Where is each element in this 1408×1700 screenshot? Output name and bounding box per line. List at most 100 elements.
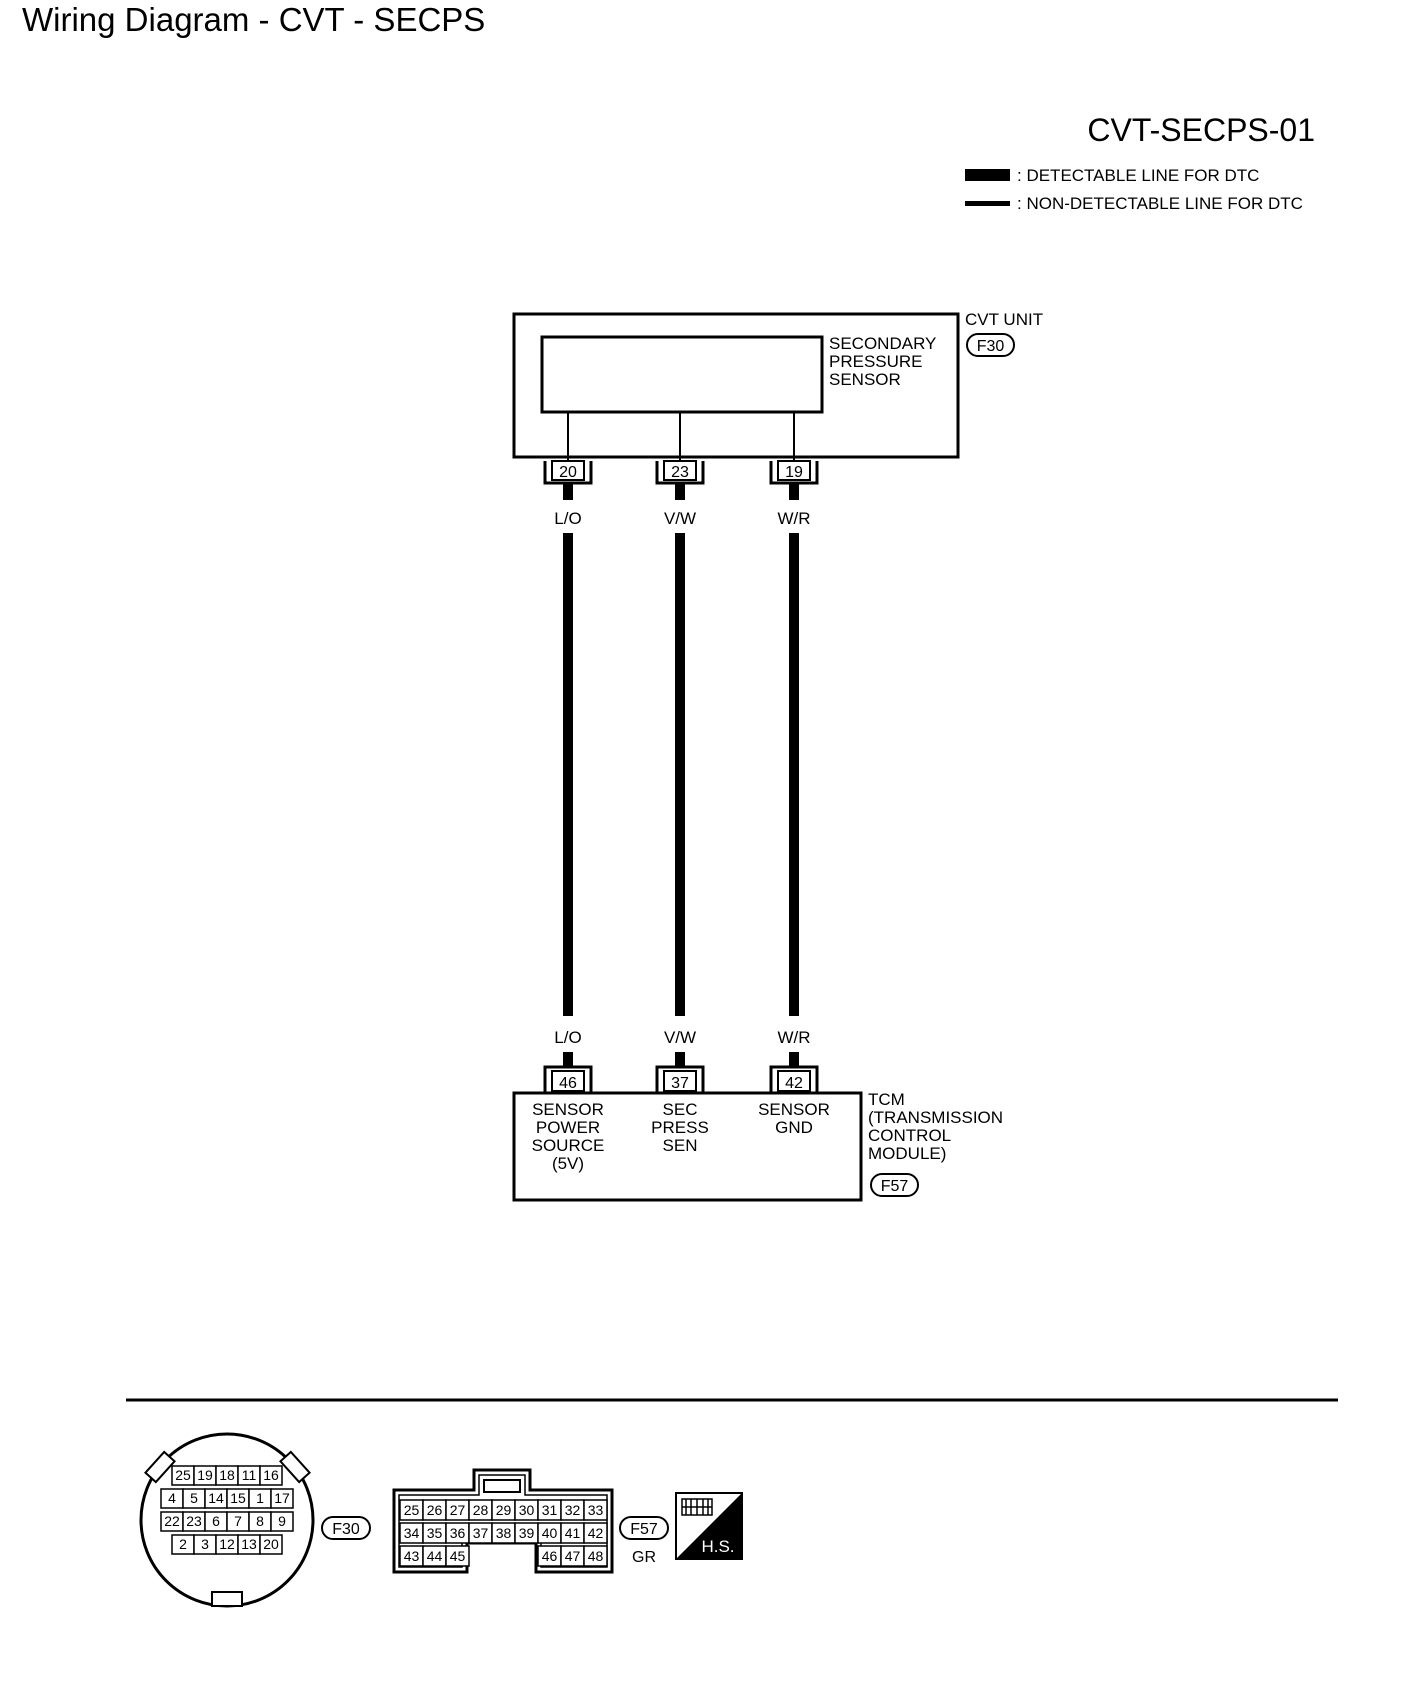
f57-pin-27: 27 bbox=[450, 1502, 466, 1518]
tcm-pin-37-desc-2: PRESS bbox=[651, 1118, 709, 1137]
cvt-pin-terminal-19: 19 bbox=[769, 460, 819, 485]
hs-badge-label: H.S. bbox=[701, 1537, 734, 1556]
tcm-pin-42-desc-2: GND bbox=[775, 1118, 813, 1137]
f57-pin-39: 39 bbox=[519, 1525, 535, 1541]
legend-thin-line-swatch bbox=[965, 201, 1010, 206]
connector-tag-f57: F57 bbox=[870, 1173, 919, 1197]
tcm-title-line-1: TCM bbox=[868, 1090, 905, 1109]
f57-pin-42: 42 bbox=[588, 1525, 604, 1541]
wire-w-r: W/R W/R bbox=[777, 483, 811, 1067]
connector-tag-f30-label: F30 bbox=[977, 338, 1005, 355]
f30-pin-3: 3 bbox=[201, 1536, 209, 1552]
tcm-pin-37-desc-1: SEC bbox=[663, 1100, 698, 1119]
f30-pin-6: 6 bbox=[212, 1513, 220, 1529]
f30-pin-14: 14 bbox=[208, 1490, 224, 1506]
cvt-pin-19-label: 19 bbox=[785, 464, 803, 481]
sensor-label-line-3: SENSOR bbox=[829, 370, 901, 389]
tcm-box bbox=[512, 1091, 863, 1202]
f57-pin-45: 45 bbox=[450, 1548, 466, 1564]
f57-pin-38: 38 bbox=[496, 1525, 512, 1541]
wire-v-w-bottom-label: V/W bbox=[664, 1028, 696, 1047]
harness-icon bbox=[681, 1498, 713, 1516]
cvt-pin-23-label: 23 bbox=[671, 464, 689, 481]
f30-pin-2: 2 bbox=[179, 1536, 187, 1552]
f57-pin-35: 35 bbox=[427, 1525, 443, 1541]
f30-pin-16-cell bbox=[259, 1465, 283, 1486]
f30-pin-8: 8 bbox=[256, 1513, 264, 1529]
connector-face-tag-f57: F57 GR bbox=[619, 1516, 669, 1566]
cvt-pin-20-label: 20 bbox=[559, 464, 577, 481]
connector-f57-color: GR bbox=[632, 1549, 656, 1566]
f57-pin-37: 37 bbox=[473, 1525, 489, 1541]
tcm-pin-37-label: 37 bbox=[671, 1075, 689, 1092]
f30-pin-15: 15 bbox=[230, 1490, 246, 1506]
f30-pin-25: 25 bbox=[175, 1467, 191, 1483]
f30-pin-18: 18 bbox=[219, 1467, 235, 1483]
tcm-title-line-4: MODULE) bbox=[868, 1144, 946, 1163]
f30-pin-20-cell bbox=[259, 1534, 283, 1555]
f57-pin-29: 29 bbox=[496, 1502, 512, 1518]
connector-face-tag-f30: F30 bbox=[321, 1516, 371, 1540]
tcm-pin-42-desc-1: SENSOR bbox=[758, 1100, 830, 1119]
tcm-pin-terminal-46: 46 bbox=[543, 1065, 593, 1093]
f57-pin-33: 33 bbox=[588, 1502, 604, 1518]
diagram-id: CVT-SECPS-01 bbox=[1087, 112, 1315, 148]
f57-pin-48: 48 bbox=[588, 1548, 604, 1564]
connector-tag-f30: F30 bbox=[966, 333, 1015, 357]
wire-l-o: L/O L/O bbox=[554, 483, 582, 1067]
tcm-pin-42-label: 42 bbox=[785, 1075, 803, 1092]
f57-pin-43: 43 bbox=[404, 1548, 420, 1564]
connector-face-tag-f30-label: F30 bbox=[332, 1521, 360, 1538]
f30-pin-17-cell bbox=[270, 1488, 294, 1509]
sensor-label-line-1: SECONDARY bbox=[829, 334, 936, 353]
f30-pin-12: 12 bbox=[219, 1536, 235, 1552]
f57-pin-31: 31 bbox=[542, 1502, 558, 1518]
f30-pin-17: 17 bbox=[274, 1490, 290, 1506]
cvt-unit-box bbox=[512, 312, 960, 459]
connector-f57-latch bbox=[483, 1479, 521, 1493]
f30-pin-11: 11 bbox=[242, 1467, 257, 1483]
f30-pin-16: 16 bbox=[263, 1467, 279, 1483]
f57-pin-40: 40 bbox=[542, 1525, 558, 1541]
f30-pin-22: 22 bbox=[164, 1513, 180, 1529]
tcm-pin-46-desc-4: (5V) bbox=[552, 1154, 584, 1173]
sensor-label-line-2: PRESSURE bbox=[829, 352, 923, 371]
page-title: Wiring Diagram - CVT - SECPS bbox=[22, 1, 486, 38]
tcm-pin-terminal-42: 42 bbox=[769, 1065, 819, 1093]
wire-l-o-bottom-label: L/O bbox=[554, 1028, 581, 1047]
tcm-pin-46-desc-1: SENSOR bbox=[532, 1100, 604, 1119]
connector-tag-f57-label: F57 bbox=[881, 1178, 909, 1195]
wire-l-o-top-label: L/O bbox=[554, 509, 581, 528]
cvt-unit: SECONDARY PRESSURE SENSOR CVT UNIT F30 bbox=[512, 310, 1043, 461]
legend-non-detectable-label: : NON-DETECTABLE LINE FOR DTC bbox=[1017, 194, 1303, 213]
wire-w-r-top-label: W/R bbox=[777, 509, 810, 528]
f57-pin-44: 44 bbox=[427, 1548, 443, 1564]
tcm-pin-46-label: 46 bbox=[559, 1075, 577, 1092]
hs-badge: H.S. bbox=[675, 1492, 743, 1560]
f30-pin-5: 5 bbox=[190, 1490, 198, 1506]
legend: : DETECTABLE LINE FOR DTC : NON-DETECTAB… bbox=[965, 166, 1303, 213]
f30-pin-20: 20 bbox=[263, 1536, 279, 1552]
f57-pin-32: 32 bbox=[565, 1502, 581, 1518]
tcm-title-line-3: CONTROL bbox=[868, 1126, 951, 1145]
tcm-title-line-2: (TRANSMISSION bbox=[868, 1108, 1003, 1127]
legend-detectable-label: : DETECTABLE LINE FOR DTC bbox=[1017, 166, 1259, 185]
f57-pin-36: 36 bbox=[450, 1525, 466, 1541]
f30-pin-9: 9 bbox=[278, 1513, 286, 1529]
f57-pin-48-cell bbox=[583, 1545, 608, 1567]
f57-pin-45-cell bbox=[445, 1545, 470, 1567]
f57-pin-34: 34 bbox=[404, 1525, 420, 1541]
tcm: SENSOR POWER SOURCE (5V) SEC PRESS SEN S… bbox=[512, 1090, 1003, 1202]
cvt-unit-title: CVT UNIT bbox=[965, 310, 1043, 329]
wire-v-w: V/W V/W bbox=[664, 483, 696, 1067]
wire-v-w-top-label: V/W bbox=[664, 509, 696, 528]
legend-thick-line-swatch bbox=[965, 169, 1010, 181]
f30-pin-23: 23 bbox=[186, 1513, 202, 1529]
f57-pin-26: 26 bbox=[427, 1502, 443, 1518]
tcm-pin-46-desc-3: SOURCE bbox=[532, 1136, 605, 1155]
